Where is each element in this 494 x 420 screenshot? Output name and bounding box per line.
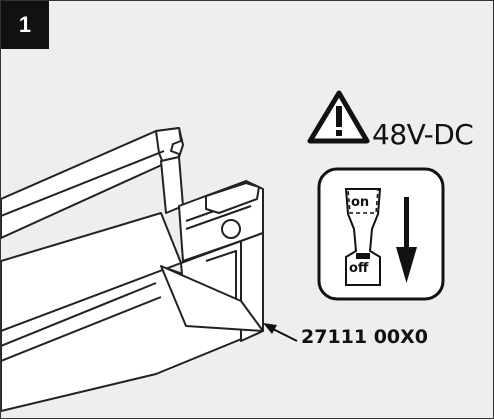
part-number-label: 27111 00X0 [301,326,429,348]
warning-triangle-icon [307,90,370,144]
switch-panel [317,167,445,301]
leader-arrow [263,323,298,342]
switch-on-label: on [351,195,370,210]
step-number-badge: 1 [1,1,49,49]
down-arrow-icon [396,197,417,283]
switch-off-label: off [349,261,369,276]
voltage-label: 48V-DC [372,118,474,151]
track-profile [1,127,264,412]
